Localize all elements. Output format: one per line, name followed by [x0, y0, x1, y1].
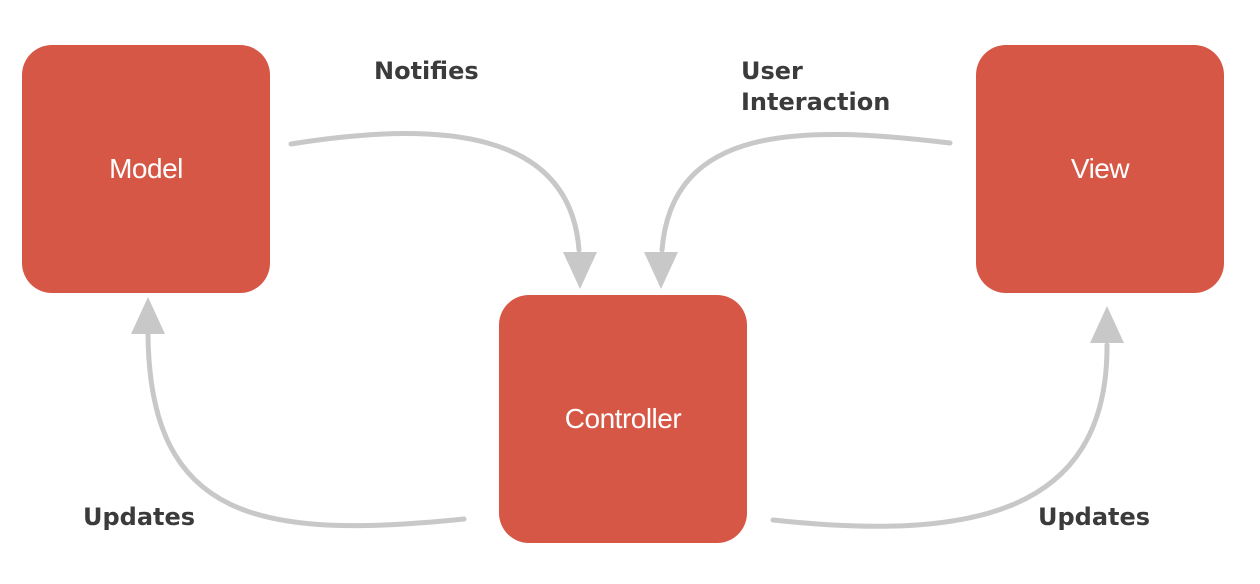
notifies-arrowhead — [563, 252, 597, 289]
arrowheads — [131, 252, 1124, 343]
view-node: View — [976, 45, 1224, 293]
updates-model-label: Updates — [83, 503, 196, 531]
user-interaction-line1: User — [741, 57, 803, 85]
user-interaction-line2: Interaction — [741, 88, 891, 116]
model-label: Model — [109, 153, 183, 184]
view-label: View — [1070, 153, 1130, 184]
user-interaction-arrowhead — [644, 252, 678, 289]
user-interaction-arrow — [659, 131, 953, 253]
notifies-arrow — [288, 131, 582, 253]
controller-label: Controller — [564, 403, 682, 434]
connector-lines — [145, 131, 1110, 529]
updates-model-arrowhead — [131, 297, 165, 334]
updates-view-arrow — [770, 342, 1110, 529]
user-interaction-label: User Interaction — [741, 56, 890, 118]
model-node: Model — [22, 45, 270, 293]
updates-view-label: Updates — [1038, 503, 1151, 531]
updates-view-arrowhead — [1090, 306, 1124, 343]
updates-model-arrow — [145, 332, 467, 529]
notifies-label: Notifies — [374, 57, 479, 85]
controller-node: Controller — [499, 295, 747, 543]
